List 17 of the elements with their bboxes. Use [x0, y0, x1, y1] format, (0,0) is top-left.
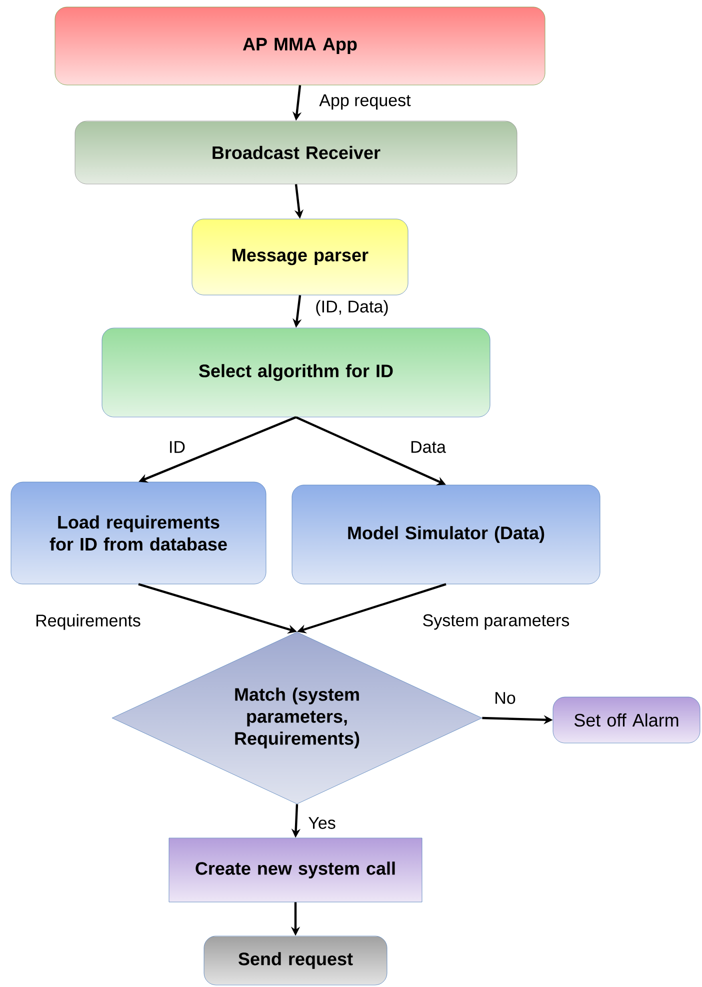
edge-label: Data [409, 440, 447, 454]
alarm-box: Set off Alarm [552, 696, 700, 744]
app-box: AP MMA App [54, 6, 546, 86]
edge-label: Requirements [34, 613, 142, 631]
process-box: Create new system call [168, 838, 422, 902]
process-box: Load requirements for ID from database [10, 482, 266, 584]
edge-label: (ID, Data) [314, 299, 390, 317]
process-box: Select algorithm for ID [102, 328, 490, 418]
edge-label: App request [318, 93, 412, 111]
edge-label: ID [168, 440, 186, 454]
process-box: Broadcast Receiver [74, 120, 518, 184]
edge-label: Yes [307, 816, 337, 830]
process-box: Message parser [192, 218, 408, 296]
edge-label: System parameters [421, 613, 571, 631]
process-box: Model Simulator (Data) [292, 484, 600, 584]
edge-label: No [493, 691, 517, 705]
end-box: Send request [204, 936, 388, 986]
